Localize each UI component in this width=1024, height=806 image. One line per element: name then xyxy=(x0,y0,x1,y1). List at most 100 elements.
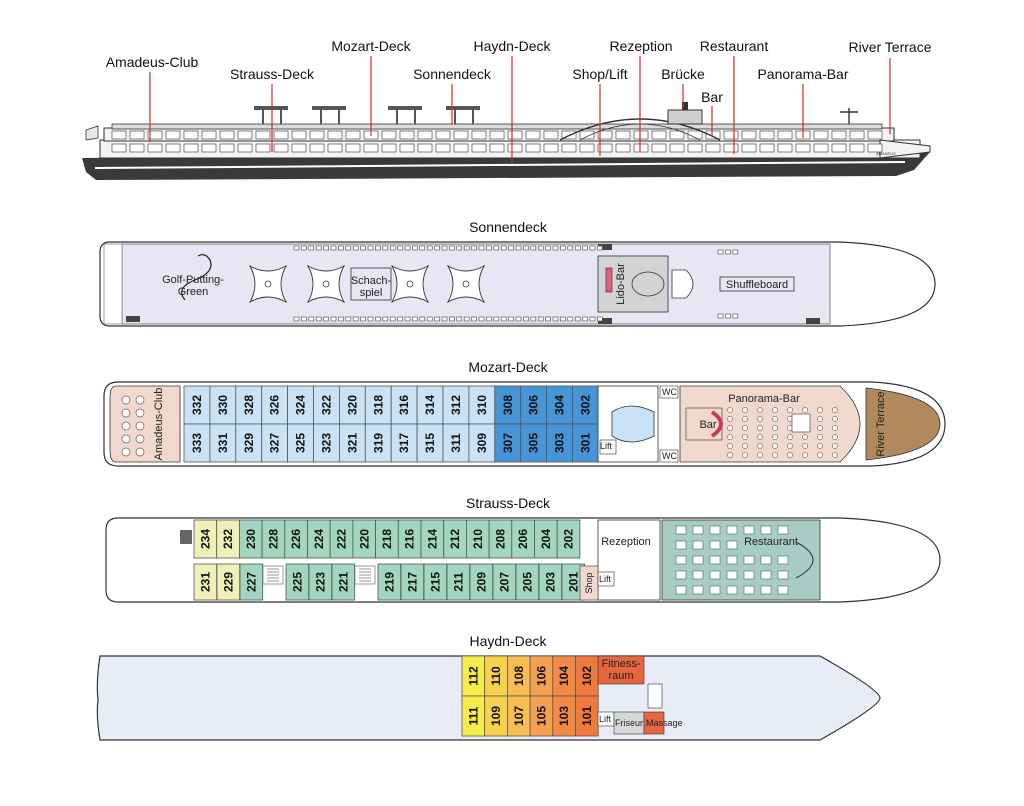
lounge-table xyxy=(121,447,131,457)
mozart-deck-title: Mozart-Deck xyxy=(468,359,548,375)
sun-lounger xyxy=(315,316,322,322)
mozart-bottom-cabin-box xyxy=(183,423,211,463)
sun-lounger xyxy=(552,245,559,251)
cabin-number: 223 xyxy=(313,572,327,592)
lounge-table xyxy=(135,447,145,457)
sun-lounger xyxy=(330,316,337,322)
profile-window xyxy=(237,130,253,140)
cabin-number: 317 xyxy=(397,433,411,453)
bar-table xyxy=(802,443,808,449)
label-mozart-lift: Lift xyxy=(600,441,613,451)
cabin-number: 311 xyxy=(449,433,463,453)
restaurant-table xyxy=(726,555,738,565)
sun-lounger xyxy=(419,245,426,251)
profile-window xyxy=(759,143,775,153)
cabin-number: 218 xyxy=(380,529,394,549)
sun-lounger xyxy=(419,316,426,322)
bar-table xyxy=(817,452,823,458)
lido-bar-counter xyxy=(605,267,613,293)
restaurant-table xyxy=(760,585,772,595)
profile-window xyxy=(795,143,811,153)
bar-table xyxy=(757,443,763,449)
cabin-number: 232 xyxy=(221,529,235,549)
label-river-terrace-room: River Terrace xyxy=(875,391,887,456)
restaurant-table xyxy=(726,525,738,535)
sun-lounger xyxy=(338,245,344,251)
sun-lounger xyxy=(500,316,507,322)
label-mozart-deck: Mozart-Deck xyxy=(331,38,411,54)
profile-window xyxy=(741,143,757,153)
stairs-icon xyxy=(126,316,140,322)
cabin-number: 303 xyxy=(553,433,567,453)
cabin-number: 327 xyxy=(268,433,282,453)
profile-window xyxy=(489,130,505,140)
profile-window xyxy=(705,130,721,140)
bar-table xyxy=(787,407,793,413)
mozart-bottom-cabin-box xyxy=(364,423,392,463)
sun-lounger xyxy=(345,245,352,251)
sun-lounger xyxy=(338,316,344,322)
sonnendeck-stern-area xyxy=(103,243,123,325)
sun-lounger xyxy=(471,245,477,251)
sun-lounger xyxy=(404,316,411,322)
cabin-number: 302 xyxy=(578,395,592,415)
mozart-bottom-cabin-box xyxy=(546,423,573,463)
label-golf-putting-green-2: Green xyxy=(178,286,209,298)
profile-window xyxy=(165,143,181,153)
sun-lounger xyxy=(456,245,463,251)
profile-window xyxy=(831,143,847,153)
profile-window xyxy=(741,130,757,140)
chess-board xyxy=(350,267,392,301)
label-wc-bottom: WC xyxy=(662,451,677,461)
bar-table xyxy=(742,416,748,422)
cabin-number: 324 xyxy=(294,395,308,415)
cabin-number: 315 xyxy=(423,433,437,453)
profile-window xyxy=(399,130,415,140)
sun-lounger xyxy=(426,245,433,251)
sun-lounger xyxy=(426,316,433,322)
bar-table xyxy=(787,434,793,440)
bar-table xyxy=(772,407,778,413)
sun-lounger xyxy=(560,245,566,251)
sun-lounger xyxy=(478,316,485,322)
profile-window xyxy=(183,130,199,140)
label-amadeus-club: Amadeus-Club xyxy=(106,54,199,70)
restaurant-table xyxy=(726,540,738,550)
profile-window xyxy=(309,143,325,153)
sun-lounger xyxy=(441,245,448,251)
profile-window xyxy=(237,143,253,153)
label-strauss-deck: Strauss-Deck xyxy=(230,66,315,82)
restaurant-table xyxy=(692,570,704,580)
cabin-number: 102 xyxy=(580,666,594,686)
cabin-number: 325 xyxy=(294,433,308,453)
profile-window xyxy=(579,143,595,153)
profile-window xyxy=(651,130,667,140)
cabin-number: 210 xyxy=(471,529,485,549)
profile-window xyxy=(651,143,667,153)
profile-window xyxy=(507,130,523,140)
bar-table xyxy=(772,452,778,458)
cabin-number: 220 xyxy=(357,529,371,549)
cabin-number: 112 xyxy=(466,666,480,686)
bar-table xyxy=(817,416,823,422)
stairs-icon xyxy=(598,244,612,250)
lounge-table xyxy=(121,395,131,405)
label-sonnendeck: Sonnendeck xyxy=(413,66,492,82)
cabin-number: 301 xyxy=(578,433,592,453)
profile-window xyxy=(399,143,415,153)
label-panorama-bar-room: Panorama-Bar xyxy=(728,393,800,405)
label-massage: Massage xyxy=(646,718,683,728)
mozart-wc-bottom xyxy=(659,449,679,463)
sun-lounger xyxy=(486,245,492,251)
profile-window xyxy=(129,143,145,153)
lido-stairs xyxy=(671,269,694,299)
sun-lounger xyxy=(375,316,381,322)
cabin-number: 308 xyxy=(501,395,515,415)
label-restaurant-room: Restaurant xyxy=(744,536,798,548)
profile-window xyxy=(165,130,181,140)
mozart-top-cabin-box xyxy=(235,385,263,425)
profile-window xyxy=(219,130,235,140)
cabin-number: 329 xyxy=(242,433,256,453)
bar-table xyxy=(727,452,733,458)
amadeus-club-area xyxy=(109,385,181,463)
